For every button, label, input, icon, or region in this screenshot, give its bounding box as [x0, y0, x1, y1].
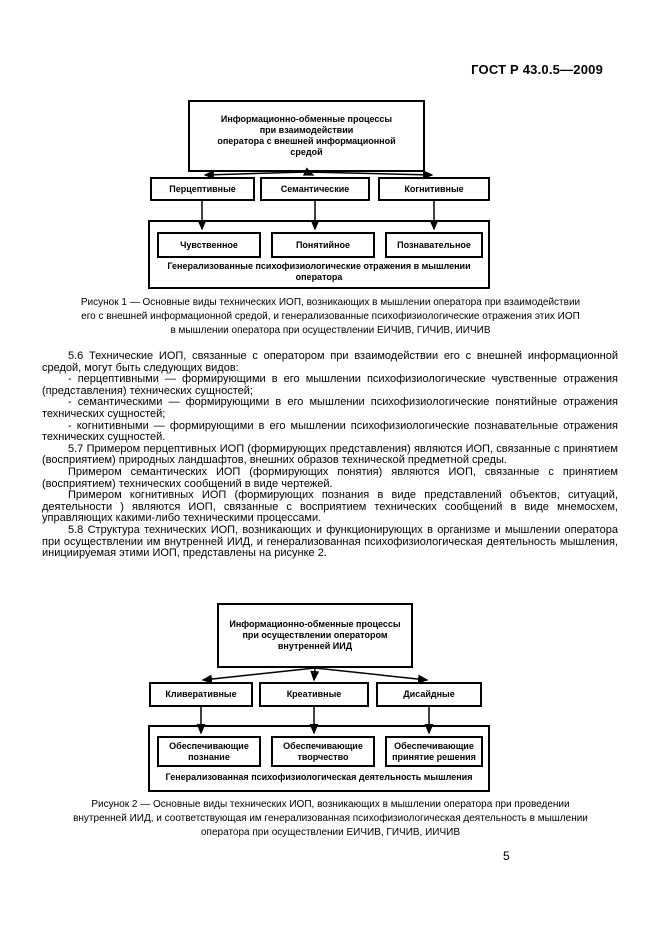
figure1-middle-box-perceptive: Перцептивные — [150, 177, 255, 201]
figure1-top-box: Информационно-обменные процессы при взаи… — [188, 100, 425, 172]
figure2-middle-box-creative: Креативные — [259, 682, 369, 707]
figure1-container-label: Генерализованные психофизиологические от… — [167, 261, 471, 282]
figure2-inner-box-decision: Обеспечивающие принятие решения — [385, 736, 483, 767]
figure1-caption: Рисунок 1 — Основные виды технических ИО… — [80, 297, 581, 336]
figure1-inner-box-sensory: Чувственное — [157, 232, 261, 258]
figure1-inner-box-cognizing: Познавательное — [385, 232, 483, 258]
paragraph-5-7: 5.7 Примером перцептивных ИОП (формирующ… — [42, 442, 618, 467]
standard-number-header: ГОСТ Р 43.0.5—2009 — [471, 62, 603, 77]
figure2-inner-box-cognition: Обеспечивающие познание — [157, 736, 261, 767]
figure2-inner-box-creativity: Обеспечивающие творчество — [271, 736, 375, 767]
paragraph-5-6: 5.6 Технические ИОП, связанные с операто… — [42, 350, 618, 374]
figure1-middle-box-cognitive: Когнитивные — [378, 177, 490, 201]
paragraph-5-7-example-2: Примером семантических ИОП (формирующих … — [42, 465, 618, 490]
figure1-diagram: Информационно-обменные процессы при взаи… — [147, 100, 491, 292]
figure2-caption: Рисунок 2 — Основные виды технических ИО… — [73, 799, 588, 838]
paragraph-5-8: 5.8 Структура технических ИОП, возникающ… — [42, 523, 618, 560]
figure2-middle-box-cliverative: Кливеративные — [149, 682, 253, 707]
figure1-inner-box-conceptual: Понятийное — [271, 232, 375, 258]
list-item-semantic: - семантическими — формирующими в его мы… — [42, 396, 618, 420]
paragraph-5-7-example-3: Примером когнитивных ИОП (формирующих по… — [42, 489, 618, 525]
figure2-diagram: Информационно-обменные процессы при осущ… — [147, 603, 491, 795]
figure2-top-box: Информационно-обменные процессы при осущ… — [217, 603, 413, 668]
list-item-cognitive: - когнитивными — формирующими в его мышл… — [42, 419, 618, 444]
figure1-middle-box-semantic: Семантические — [260, 177, 370, 201]
list-item-perceptive: - перцептивными — формирующими в его мыш… — [42, 373, 618, 397]
figure2-container-label: Генерализованная психофизиологическая де… — [165, 772, 473, 782]
body-text-block: 5.6 Технические ИОП, связанные с операто… — [42, 350, 618, 560]
page-number: 5 — [503, 849, 510, 863]
figure2-middle-box-decide: Дисайдные — [376, 682, 482, 707]
